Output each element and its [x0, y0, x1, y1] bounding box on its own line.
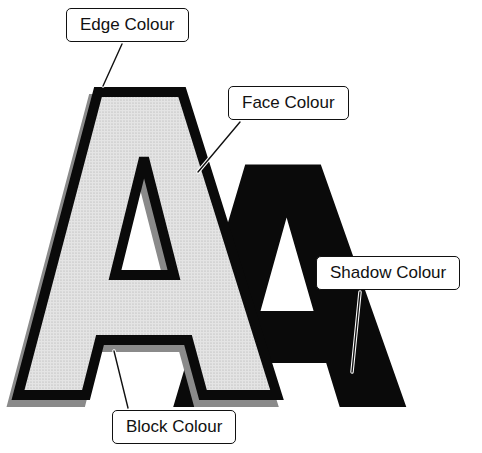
callout-box: Block Colour: [112, 410, 236, 444]
callout-box: Edge Colour: [66, 8, 189, 42]
leader-halo: [103, 44, 122, 86]
leader-line: [114, 351, 128, 408]
callout-label: Shadow Colour: [330, 263, 446, 283]
leader-halo: [198, 122, 240, 172]
leader-halo: [114, 351, 128, 408]
callout-label: Face Colour: [242, 93, 335, 113]
callout-box: Face Colour: [228, 86, 349, 120]
leader-line: [103, 44, 122, 86]
callout-box: Shadow Colour: [316, 256, 460, 290]
leader-line: [198, 122, 240, 172]
leader-halo: [352, 292, 360, 372]
leader-line: [352, 292, 360, 372]
callout-label: Edge Colour: [80, 15, 175, 35]
leader-lines: [103, 44, 360, 408]
face-letter: [18, 92, 277, 395]
callout-label: Block Colour: [126, 417, 222, 437]
